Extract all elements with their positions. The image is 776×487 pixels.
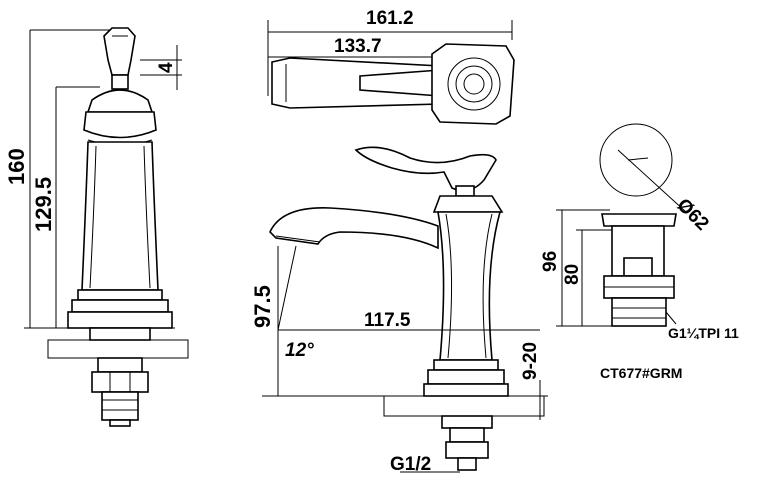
drain-body-height-label: 80 [562, 264, 583, 285]
drain-total-height-label: 96 [540, 251, 561, 272]
handle-length-label: 133.7 [334, 36, 382, 57]
drain-view [556, 123, 687, 327]
spout-angle-label: 12° [285, 340, 314, 361]
inlet-thread-label: G1/2 [390, 454, 431, 475]
drain-thread-label: G1¼TPI 11 [668, 325, 739, 341]
deck-thickness-label: 9-20 [520, 342, 541, 380]
spout-height-label: 97.5 [250, 285, 275, 328]
top-view [267, 20, 515, 125]
overall-length-label: 161.2 [366, 8, 414, 29]
front-view [262, 146, 548, 473]
model-code-label: CT677#GRM [600, 365, 682, 381]
body-height-label: 129.5 [31, 177, 56, 232]
handle-offset-label: 4 [156, 62, 177, 73]
drain-diameter-label: Ø62 [672, 195, 712, 235]
side-view [24, 27, 189, 427]
total-height-label: 160 [4, 148, 29, 185]
spout-reach-label: 117.5 [364, 310, 411, 331]
